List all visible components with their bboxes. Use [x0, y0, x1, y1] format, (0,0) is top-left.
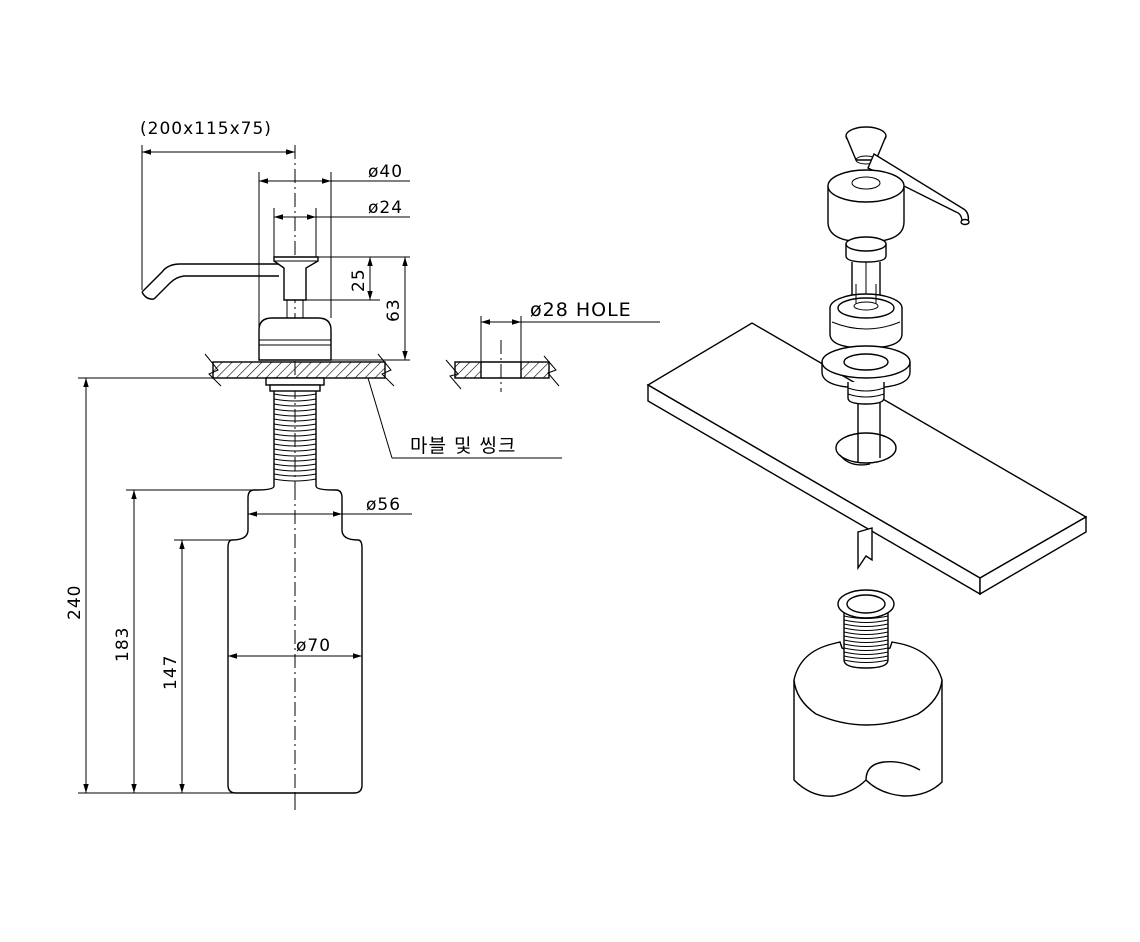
dim-height-240: 240: [65, 585, 85, 620]
dim-height-147: 147: [161, 655, 181, 690]
bottle: [227, 485, 363, 810]
counter-label: 마블 및 씽크: [410, 435, 516, 457]
spout: [141, 263, 279, 300]
dim-diameter-70: ø70: [296, 636, 331, 656]
dim-height-25: 25: [349, 268, 369, 292]
push-head: [273, 256, 319, 318]
dim-diameter-24: ø24: [368, 198, 403, 218]
dim-diameter-56: ø56: [366, 495, 401, 515]
iso-washer: [821, 345, 911, 389]
iso-upper-nut: [829, 284, 903, 349]
counter-section-left: [204, 353, 395, 387]
iso-collar: [827, 169, 905, 263]
iso-lower-shank: [847, 382, 885, 405]
pump-collar: [258, 317, 332, 361]
iso-push-head: [845, 126, 970, 226]
threaded-shank: [273, 391, 317, 486]
dim-diameter-40: ø40: [368, 162, 403, 182]
counter-slab: [646, 322, 1088, 596]
mount-nut: [265, 377, 325, 392]
dim-height-63: 63: [384, 298, 404, 322]
dim-hole: ø28 HOLE: [530, 299, 632, 321]
iso-bottle: [793, 589, 943, 797]
exploded-view: [646, 126, 1088, 797]
hole-detail: ø28 HOLE: [445, 299, 660, 392]
dim-height-183: 183: [113, 627, 133, 662]
section-view: (200x115x75) ø40 ø24 25 63 ø56 ø70: [65, 119, 562, 810]
dim-overall-size: (200x115x75): [140, 119, 272, 139]
